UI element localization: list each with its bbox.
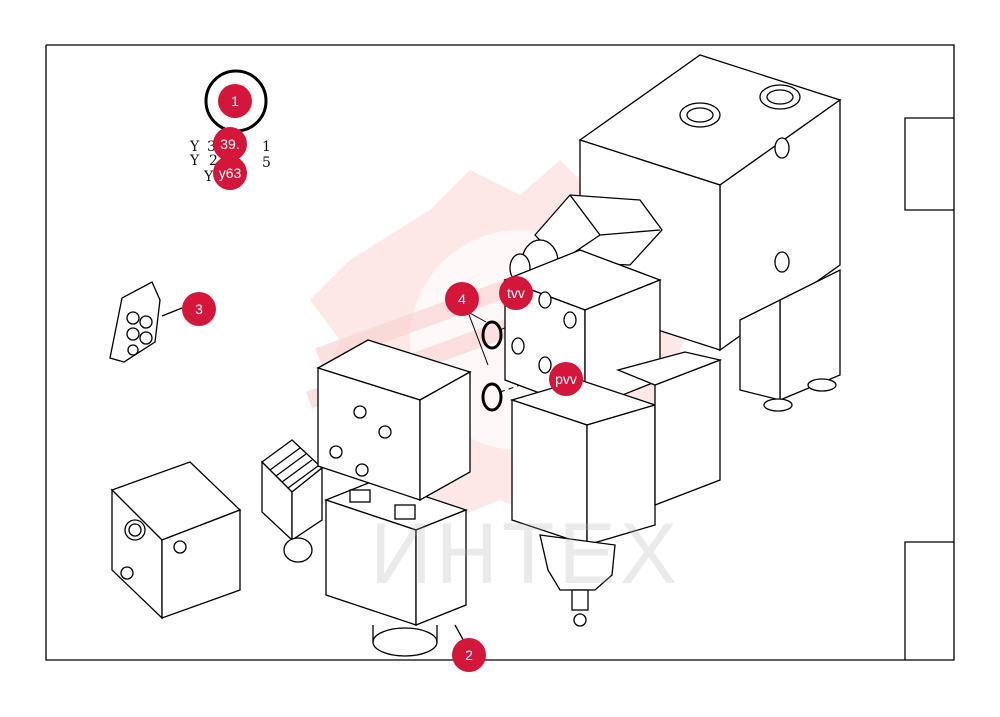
callout-y63[interactable]: y63 [213,156,247,190]
blank-plate [110,461,242,620]
callout-2[interactable]: 2 [452,638,486,672]
solenoid-coil-part-2 [261,339,472,657]
callout-pvv[interactable]: pvv [549,362,583,396]
label-n2: 2 [209,153,218,169]
callout-39[interactable]: 39. [213,127,247,161]
seal-kit-part-3 [109,281,183,363]
label-y2: Y [190,153,200,169]
label-y3: Y [204,169,214,185]
frame [45,44,955,661]
oring-part-4 [467,309,551,412]
label-y1: Y [190,139,200,155]
callout-1[interactable]: 1 [218,84,252,118]
label-n3: 3 [207,139,216,155]
callout-tvv[interactable]: tvv [499,276,533,310]
label-one: 1 [262,139,271,155]
callout-3[interactable]: 3 [182,292,216,326]
callout-4[interactable]: 4 [445,282,479,316]
label-five: 5 [262,155,271,171]
watermark-text: ИНТЕХ [370,506,682,602]
